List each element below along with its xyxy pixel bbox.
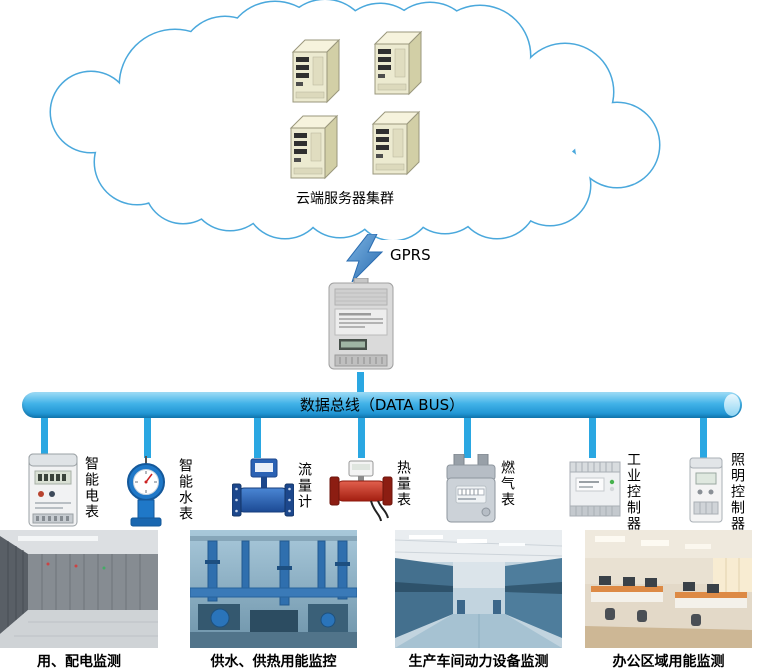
- electric-meter-icon: [28, 453, 78, 527]
- bus-drop-line: [589, 417, 596, 458]
- heat-meter-icon: [329, 460, 393, 522]
- photo-workshop: [395, 530, 562, 648]
- lightning-bolt-icon: [345, 234, 384, 282]
- device-label-industrial-controller: 工业控制器: [625, 452, 641, 532]
- photo-water-heat-plant: [190, 530, 357, 648]
- scene-caption-office: 办公区域用能监测: [612, 654, 725, 670]
- device-label-electric-meter: 智能电表: [83, 456, 99, 520]
- gprs-label: GPRS: [390, 246, 431, 264]
- data-bus-label: 数据总线（DATA BUS）: [299, 396, 465, 414]
- photo-office: [585, 530, 752, 648]
- industrial-controller-icon: [569, 461, 621, 517]
- server-icon: [372, 111, 420, 175]
- photo-power-distribution: [0, 530, 158, 648]
- bus-drop-line: [144, 417, 151, 458]
- server-icon: [290, 115, 338, 179]
- scene-caption-power-distribution: 用、配电监测: [37, 654, 121, 670]
- device-label-gas-meter: 燃气表: [499, 460, 515, 508]
- device-label-water-meter: 智能水表: [177, 458, 193, 522]
- data-bus: 数据总线（DATA BUS）: [22, 392, 742, 418]
- scene-caption-water-heat: 供水、供热用能监控: [210, 654, 337, 670]
- bus-drop-line: [464, 417, 471, 458]
- gas-meter-icon: [446, 454, 496, 523]
- server-icon: [374, 31, 422, 95]
- concentrator-bus-link: [357, 372, 364, 393]
- cloud-label: 云端服务器集群: [296, 191, 394, 207]
- bus-drop-line: [358, 417, 365, 458]
- bus-drop-line: [700, 417, 707, 458]
- bus-drop-line: [254, 417, 261, 458]
- bus-drop-line: [41, 417, 48, 458]
- device-label-lighting-controller: 照明控制器: [729, 452, 745, 532]
- data-concentrator-icon: [328, 278, 394, 370]
- flow-meter-icon: [232, 458, 294, 517]
- device-label-heat-meter: 热量表: [395, 460, 411, 508]
- server-icon: [292, 39, 340, 103]
- water-meter-icon: [127, 456, 165, 527]
- bus-end-cap: [724, 394, 740, 416]
- scene-caption-workshop: 生产车间动力设备监测: [408, 654, 549, 670]
- device-label-flow-meter: 流量计: [296, 462, 312, 510]
- lighting-controller-icon: [689, 457, 723, 523]
